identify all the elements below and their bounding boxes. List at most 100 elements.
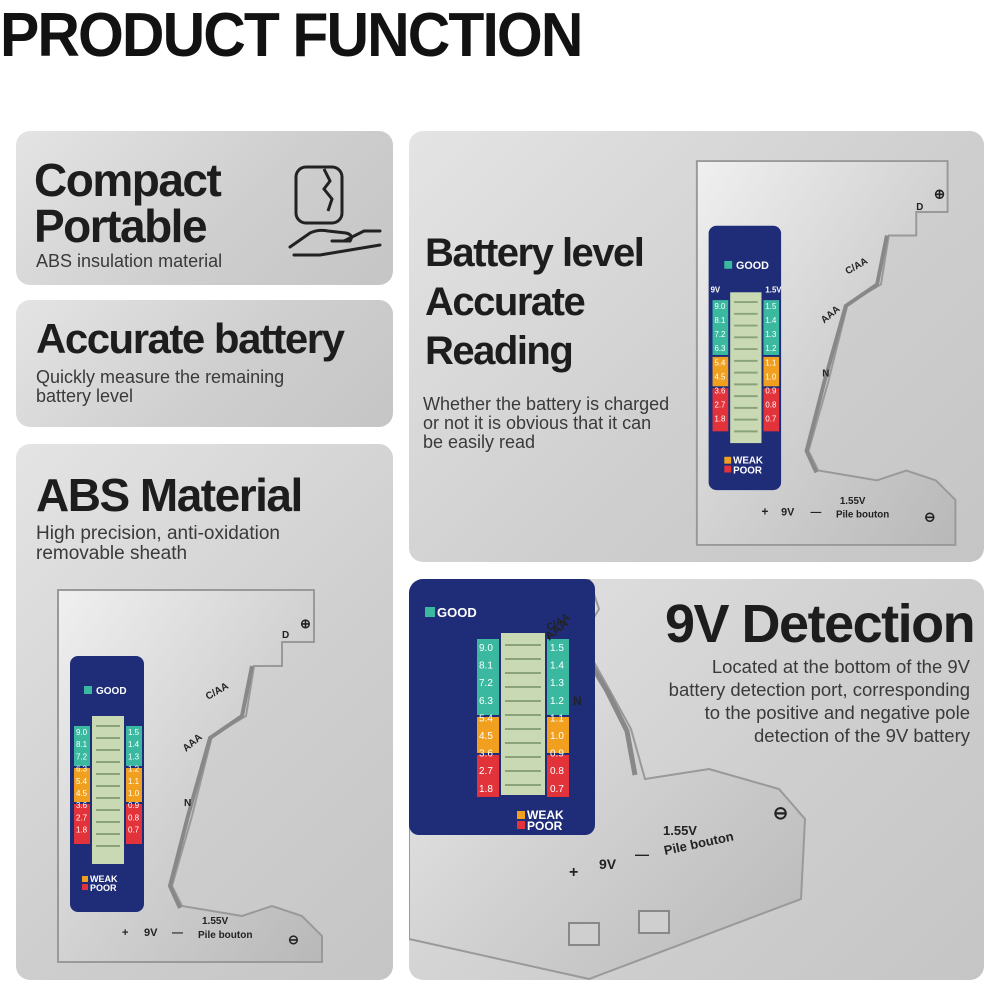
left-scale-value: 8.1 (76, 740, 88, 749)
right-scale-value: 1.1 (128, 777, 140, 786)
left-scale-value: 3.6 (715, 387, 727, 396)
card-title: ABS Material (36, 469, 303, 521)
right-scale-value: 1.1 (765, 358, 776, 367)
minus-symbol: ⊖ (288, 932, 299, 947)
155v-label: 1.55V (202, 916, 228, 927)
left-scale-value: 4.5 (715, 372, 727, 381)
right-scale-value: 1.3 (128, 752, 140, 761)
left-scale-value: 7.2 (715, 330, 726, 339)
left-scale-value: 3.6 (479, 749, 493, 760)
card-desc: Located at the bottom of the 9V battery … (669, 655, 970, 748)
card-desc: Whether the battery is charged or not it… (423, 395, 669, 452)
right-scale-value: 1.0 (550, 731, 564, 742)
weak-label: WEAK (527, 808, 564, 822)
pile-label: Pile bouton (198, 930, 252, 941)
battery-tester-device: GOOD 9V 1.5V WEAK POOR ⊕ D C/AA AAA N + … (691, 153, 975, 558)
feature-card-reading: Battery level Accurate Reading Whether t… (409, 131, 984, 562)
right-scale-value: 1.4 (765, 316, 777, 325)
battery-tester-image: GOOD WEAK POOR ⊕ D C/AA AAA N + 9V — 1.5… (57, 589, 323, 963)
left-scale-value: 1.8 (76, 826, 88, 835)
plus-symbol: ⊕ (300, 616, 311, 631)
right-scale-value: 0.7 (550, 784, 564, 795)
left-scale-value: 3.6 (76, 801, 88, 810)
left-scale-value: 8.1 (715, 316, 726, 325)
card-title: Battery level Accurate Reading (425, 229, 645, 375)
right-scale-value: 0.8 (550, 766, 564, 777)
desc-line: to the positive and negative pole (704, 702, 970, 724)
hand-holding-device-icon (288, 165, 382, 257)
left-scale-value: 2.7 (76, 813, 88, 822)
card-desc: ABS insulation material (36, 251, 223, 271)
9v-label: 9V (599, 856, 617, 872)
desc-line: Whether the battery is charged (423, 394, 670, 414)
weak-label: WEAK (90, 874, 118, 884)
right-scale-value: 1.5 (128, 728, 140, 737)
left-scale-value: 8.1 (479, 661, 493, 672)
right-scale-value: 1.2 (765, 344, 776, 353)
battery-tester-device: GOOD WEAK POOR ⊕ D C/AA AAA N + 9V — 1.5… (52, 586, 342, 971)
left-scale-value: 2.7 (715, 401, 726, 410)
right-scale-value: 0.8 (765, 401, 777, 410)
title-line: Portable (34, 200, 208, 252)
desc-line: Located at the bottom of the 9V (711, 656, 970, 677)
minus-label: — (635, 846, 649, 862)
right-scale-value: 1.3 (765, 330, 777, 339)
right-scale-value: 0.7 (128, 826, 140, 835)
desc-line: be easily read (423, 431, 536, 452)
n-label: N (822, 369, 829, 380)
weak-label: WEAK (733, 456, 763, 467)
plus-label: + (762, 506, 769, 519)
pile-label: Pile bouton (836, 510, 889, 521)
left-scale-value: 6.3 (76, 765, 88, 774)
poor-label: POOR (527, 819, 563, 833)
right-scale-value: 1.3 (550, 678, 564, 689)
card-title: Compact Portable (34, 157, 222, 252)
minus-label: — (810, 507, 821, 519)
card-title: Accurate battery (36, 315, 345, 362)
left-scale-value: 7.2 (479, 678, 493, 689)
left-scale-value: 9.0 (76, 728, 88, 737)
title-line: Battery level (425, 231, 645, 275)
minus-label: — (172, 927, 183, 939)
left-scale-value: 9.0 (715, 302, 727, 311)
left-scale-value: 9.0 (479, 643, 493, 654)
card-title: 9V Detection (665, 594, 976, 654)
title-line: Accurate (425, 279, 586, 324)
right-scale-value: 0.8 (128, 813, 140, 822)
9v-label: 9V (144, 927, 158, 939)
right-scale-value: 1.4 (128, 740, 140, 749)
155v-label: 1.55V (840, 496, 866, 507)
minus-symbol: ⊖ (773, 803, 788, 823)
d-label: D (916, 202, 923, 213)
desc-line: detection of the 9V battery (754, 725, 970, 747)
9v-label: 9V (781, 507, 795, 519)
right-scale-value: 1.5 (765, 302, 777, 311)
left-scale-value: 2.7 (479, 766, 493, 777)
right-scale-value: 1.2 (128, 765, 140, 774)
left-scale-value: 5.4 (715, 358, 727, 367)
right-scale-value: 0.7 (765, 415, 776, 424)
feature-card-detection: GOOD WEAK POOR C/AA AAA N + 9V — 1.55V P… (409, 579, 984, 980)
desc-line: Quickly measure the remaining (36, 367, 285, 387)
battery-tester-image: GOOD 9V 1.5V WEAK POOR ⊕ D C/AA AAA N + … (695, 160, 957, 546)
minus-symbol: ⊖ (924, 509, 935, 524)
left-scale-value: 6.3 (715, 344, 727, 353)
15v-scale-header: 1.5V (765, 285, 782, 294)
desc-line: removable sheath (36, 542, 188, 564)
plus-label: + (569, 864, 578, 881)
plus-symbol: ⊕ (934, 186, 945, 201)
right-scale-value: 1.4 (550, 661, 564, 672)
left-scale-value: 1.8 (715, 415, 727, 424)
left-scale-value: 6.3 (479, 696, 493, 707)
poor-label: POOR (733, 465, 762, 476)
feature-card-compact: Compact Portable ABS insulation material (16, 131, 393, 285)
desc-line: High precision, anti-oxidation (36, 523, 280, 544)
left-scale-value: 1.8 (479, 784, 493, 795)
right-scale-value: 0.9 (765, 387, 776, 396)
desc-line: battery detection port, corresponding (668, 679, 970, 701)
desc-line: or not it is obvious that it can (423, 412, 652, 433)
right-scale-value: 1.1 (550, 713, 564, 724)
left-scale-value: 4.5 (479, 731, 493, 742)
left-scale-value: 5.4 (76, 777, 88, 786)
right-scale-value: 0.9 (128, 801, 140, 810)
